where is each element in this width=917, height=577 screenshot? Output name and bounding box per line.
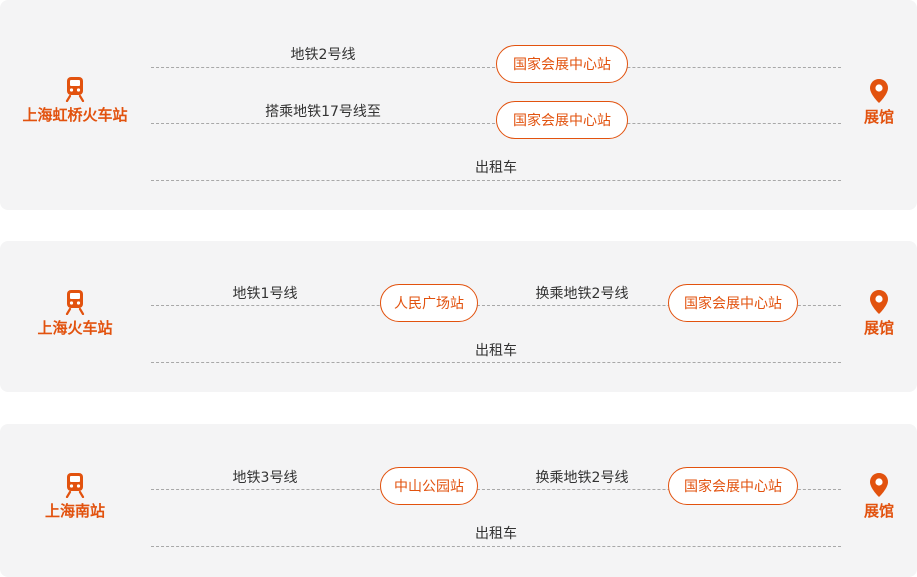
destination: 展馆 — [855, 472, 903, 521]
station-pill: 国家会展中心站 — [496, 45, 628, 83]
segment-label: 换乘地铁2号线 — [535, 286, 629, 302]
destination-label: 展馆 — [863, 319, 894, 337]
segment-label: 出租车 — [475, 343, 517, 359]
route-card-south: 上海南站 地铁3号线 中山公园站 换乘地铁2号线 国家会展中心站 出租车 展馆 — [0, 424, 917, 577]
destination-label: 展馆 — [863, 502, 894, 520]
segment-label: 地铁1号线 — [232, 286, 298, 302]
destination: 展馆 — [855, 78, 903, 127]
segment-label: 换乘地铁2号线 — [535, 470, 629, 486]
route-line — [151, 546, 841, 547]
station-pill: 人民广场站 — [380, 284, 478, 322]
station-pill: 中山公园站 — [380, 467, 478, 505]
station-pill: 国家会展中心站 — [668, 467, 798, 505]
segment-label: 出租车 — [475, 526, 517, 542]
origin-label: 上海虹桥火车站 — [22, 106, 128, 124]
train-icon — [65, 290, 85, 315]
segment-label: 地铁3号线 — [232, 470, 298, 486]
segment-label: 搭乘地铁17号线至 — [265, 104, 381, 120]
origin-station: 上海虹桥火车站 — [10, 76, 140, 125]
station-pill: 国家会展中心站 — [496, 101, 628, 139]
train-icon — [65, 473, 85, 498]
route-card-hongqiao: 上海虹桥火车站 地铁2号线 国家会展中心站 搭乘地铁17号线至 国家会展中心站 … — [0, 0, 917, 210]
segment-label: 出租车 — [475, 160, 517, 176]
route-line — [151, 489, 841, 490]
origin-station: 上海火车站 — [10, 289, 140, 338]
route-line — [151, 362, 841, 363]
train-icon — [65, 77, 85, 102]
location-pin-icon — [870, 473, 888, 497]
route-line — [151, 180, 841, 181]
route-card-shanghai: 上海火车站 地铁1号线 人民广场站 换乘地铁2号线 国家会展中心站 出租车 展馆 — [0, 241, 917, 392]
location-pin-icon — [870, 79, 888, 103]
origin-station: 上海南站 — [10, 472, 140, 521]
origin-label: 上海南站 — [44, 502, 105, 520]
segment-label: 地铁2号线 — [290, 47, 356, 63]
station-pill: 国家会展中心站 — [668, 284, 798, 322]
origin-label: 上海火车站 — [37, 319, 113, 337]
destination: 展馆 — [855, 289, 903, 338]
destination-label: 展馆 — [863, 108, 894, 126]
location-pin-icon — [870, 290, 888, 314]
route-line — [151, 305, 841, 306]
